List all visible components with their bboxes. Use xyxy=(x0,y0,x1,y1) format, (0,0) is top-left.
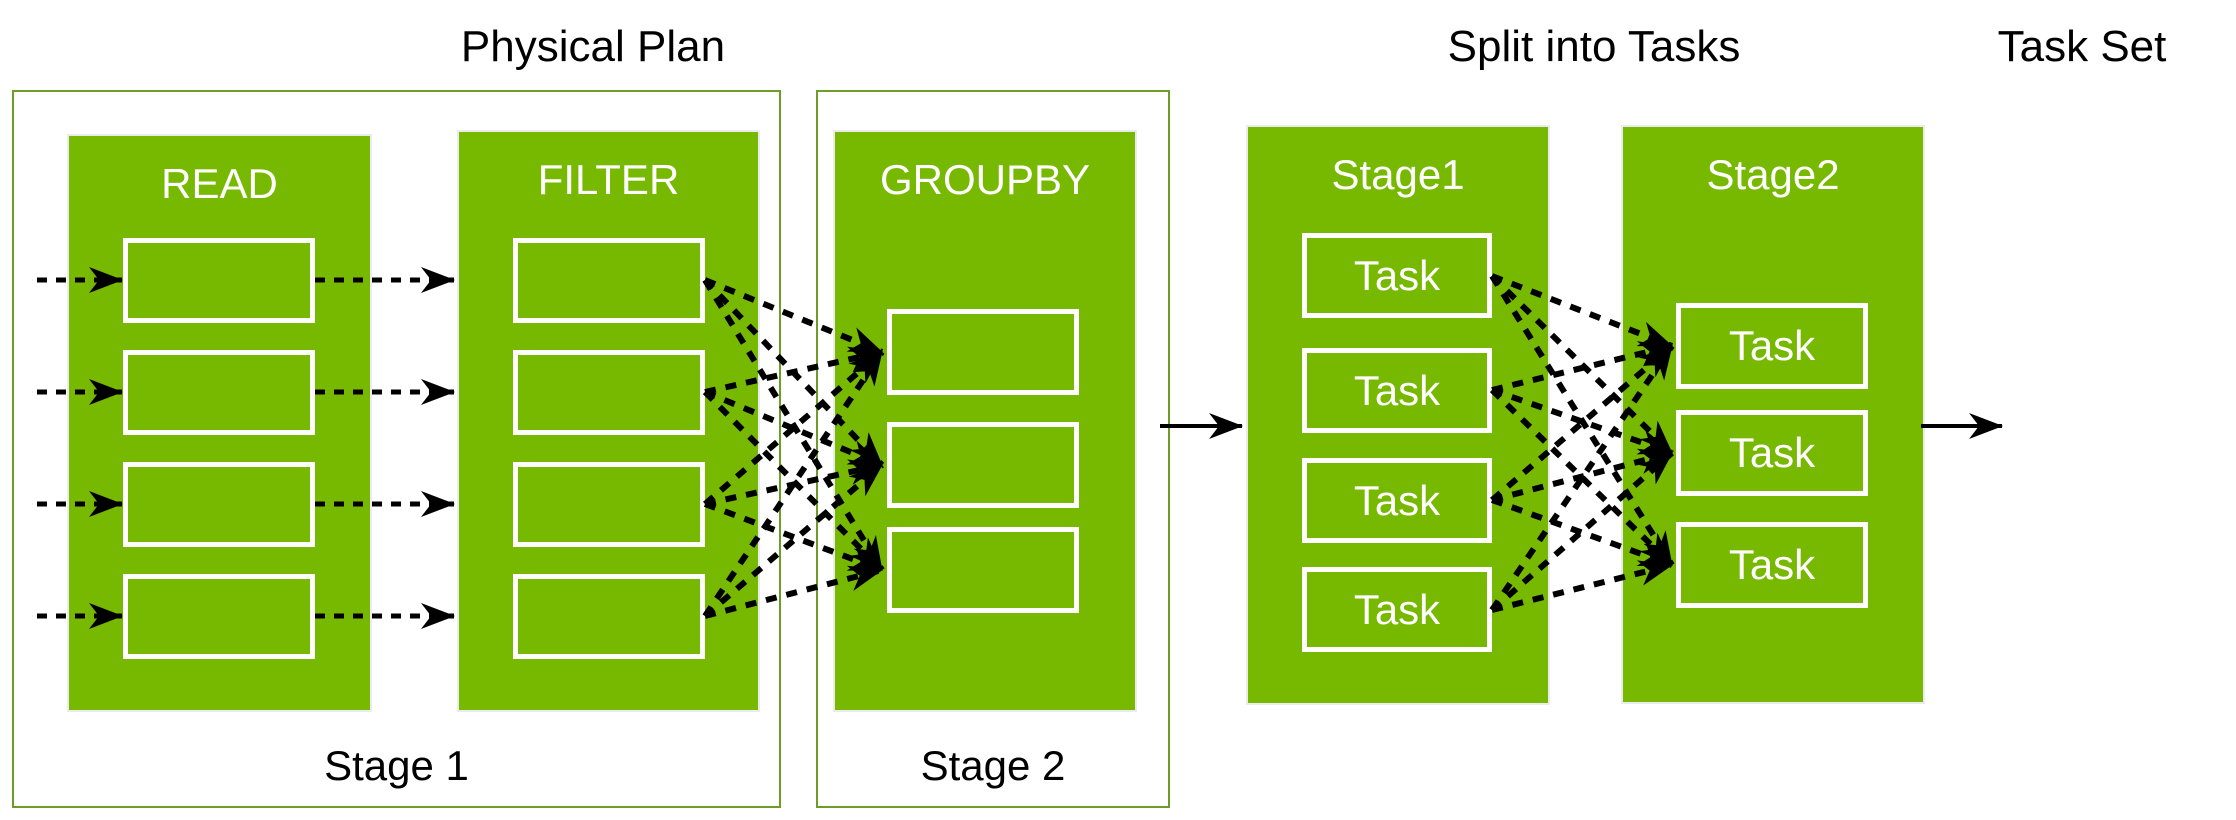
task-label: Task xyxy=(1353,251,1441,299)
task-label: Task xyxy=(1728,429,1816,476)
partition-box xyxy=(887,422,1079,508)
filter-operator-column: FILTER xyxy=(459,132,758,710)
task-label: Task xyxy=(1728,541,1816,588)
partition-box xyxy=(123,574,315,659)
filter-operator-label: FILTER xyxy=(537,156,680,203)
task-stage2-column: Stage2 Task Task Task xyxy=(1623,127,1923,702)
partition-box xyxy=(513,462,705,547)
task-box: Task xyxy=(1676,410,1868,496)
task-box: Task xyxy=(1302,348,1492,433)
groupby-operator-column: GROUPBY xyxy=(835,132,1135,710)
task-box: Task xyxy=(1302,458,1492,543)
task-stage1-column: Stage1 Task Task Task Task xyxy=(1248,127,1548,703)
task-box: Task xyxy=(1676,522,1868,608)
task-stage1-label: Stage1 xyxy=(1331,151,1465,198)
read-operator-label: READ xyxy=(161,160,278,207)
stage2-caption: Stage 2 xyxy=(920,742,1066,789)
groupby-operator-label: GROUPBY xyxy=(879,156,1091,203)
title-split-into-tasks: Split into Tasks xyxy=(1447,22,1741,71)
task-label: Task xyxy=(1728,322,1816,369)
task-label: Task xyxy=(1353,585,1441,633)
task-stage2-label: Stage2 xyxy=(1706,151,1840,198)
task-label: Task xyxy=(1353,366,1441,414)
stage1-caption: Stage 1 xyxy=(324,742,469,789)
task-box: Task xyxy=(1676,303,1868,389)
partition-box xyxy=(123,350,315,435)
task-label: Task xyxy=(1353,476,1441,524)
partition-box xyxy=(887,527,1079,613)
task-box: Task xyxy=(1302,233,1492,318)
task-box: Task xyxy=(1302,567,1492,652)
partition-box xyxy=(123,238,315,323)
partition-box xyxy=(513,574,705,659)
title-task-set: Task Set xyxy=(1997,22,2167,71)
title-physical-plan: Physical Plan xyxy=(460,22,726,71)
partition-box xyxy=(123,462,315,547)
partition-box xyxy=(887,309,1079,395)
read-operator-column: READ xyxy=(69,136,370,710)
partition-box xyxy=(513,238,705,323)
partition-box xyxy=(513,350,705,435)
